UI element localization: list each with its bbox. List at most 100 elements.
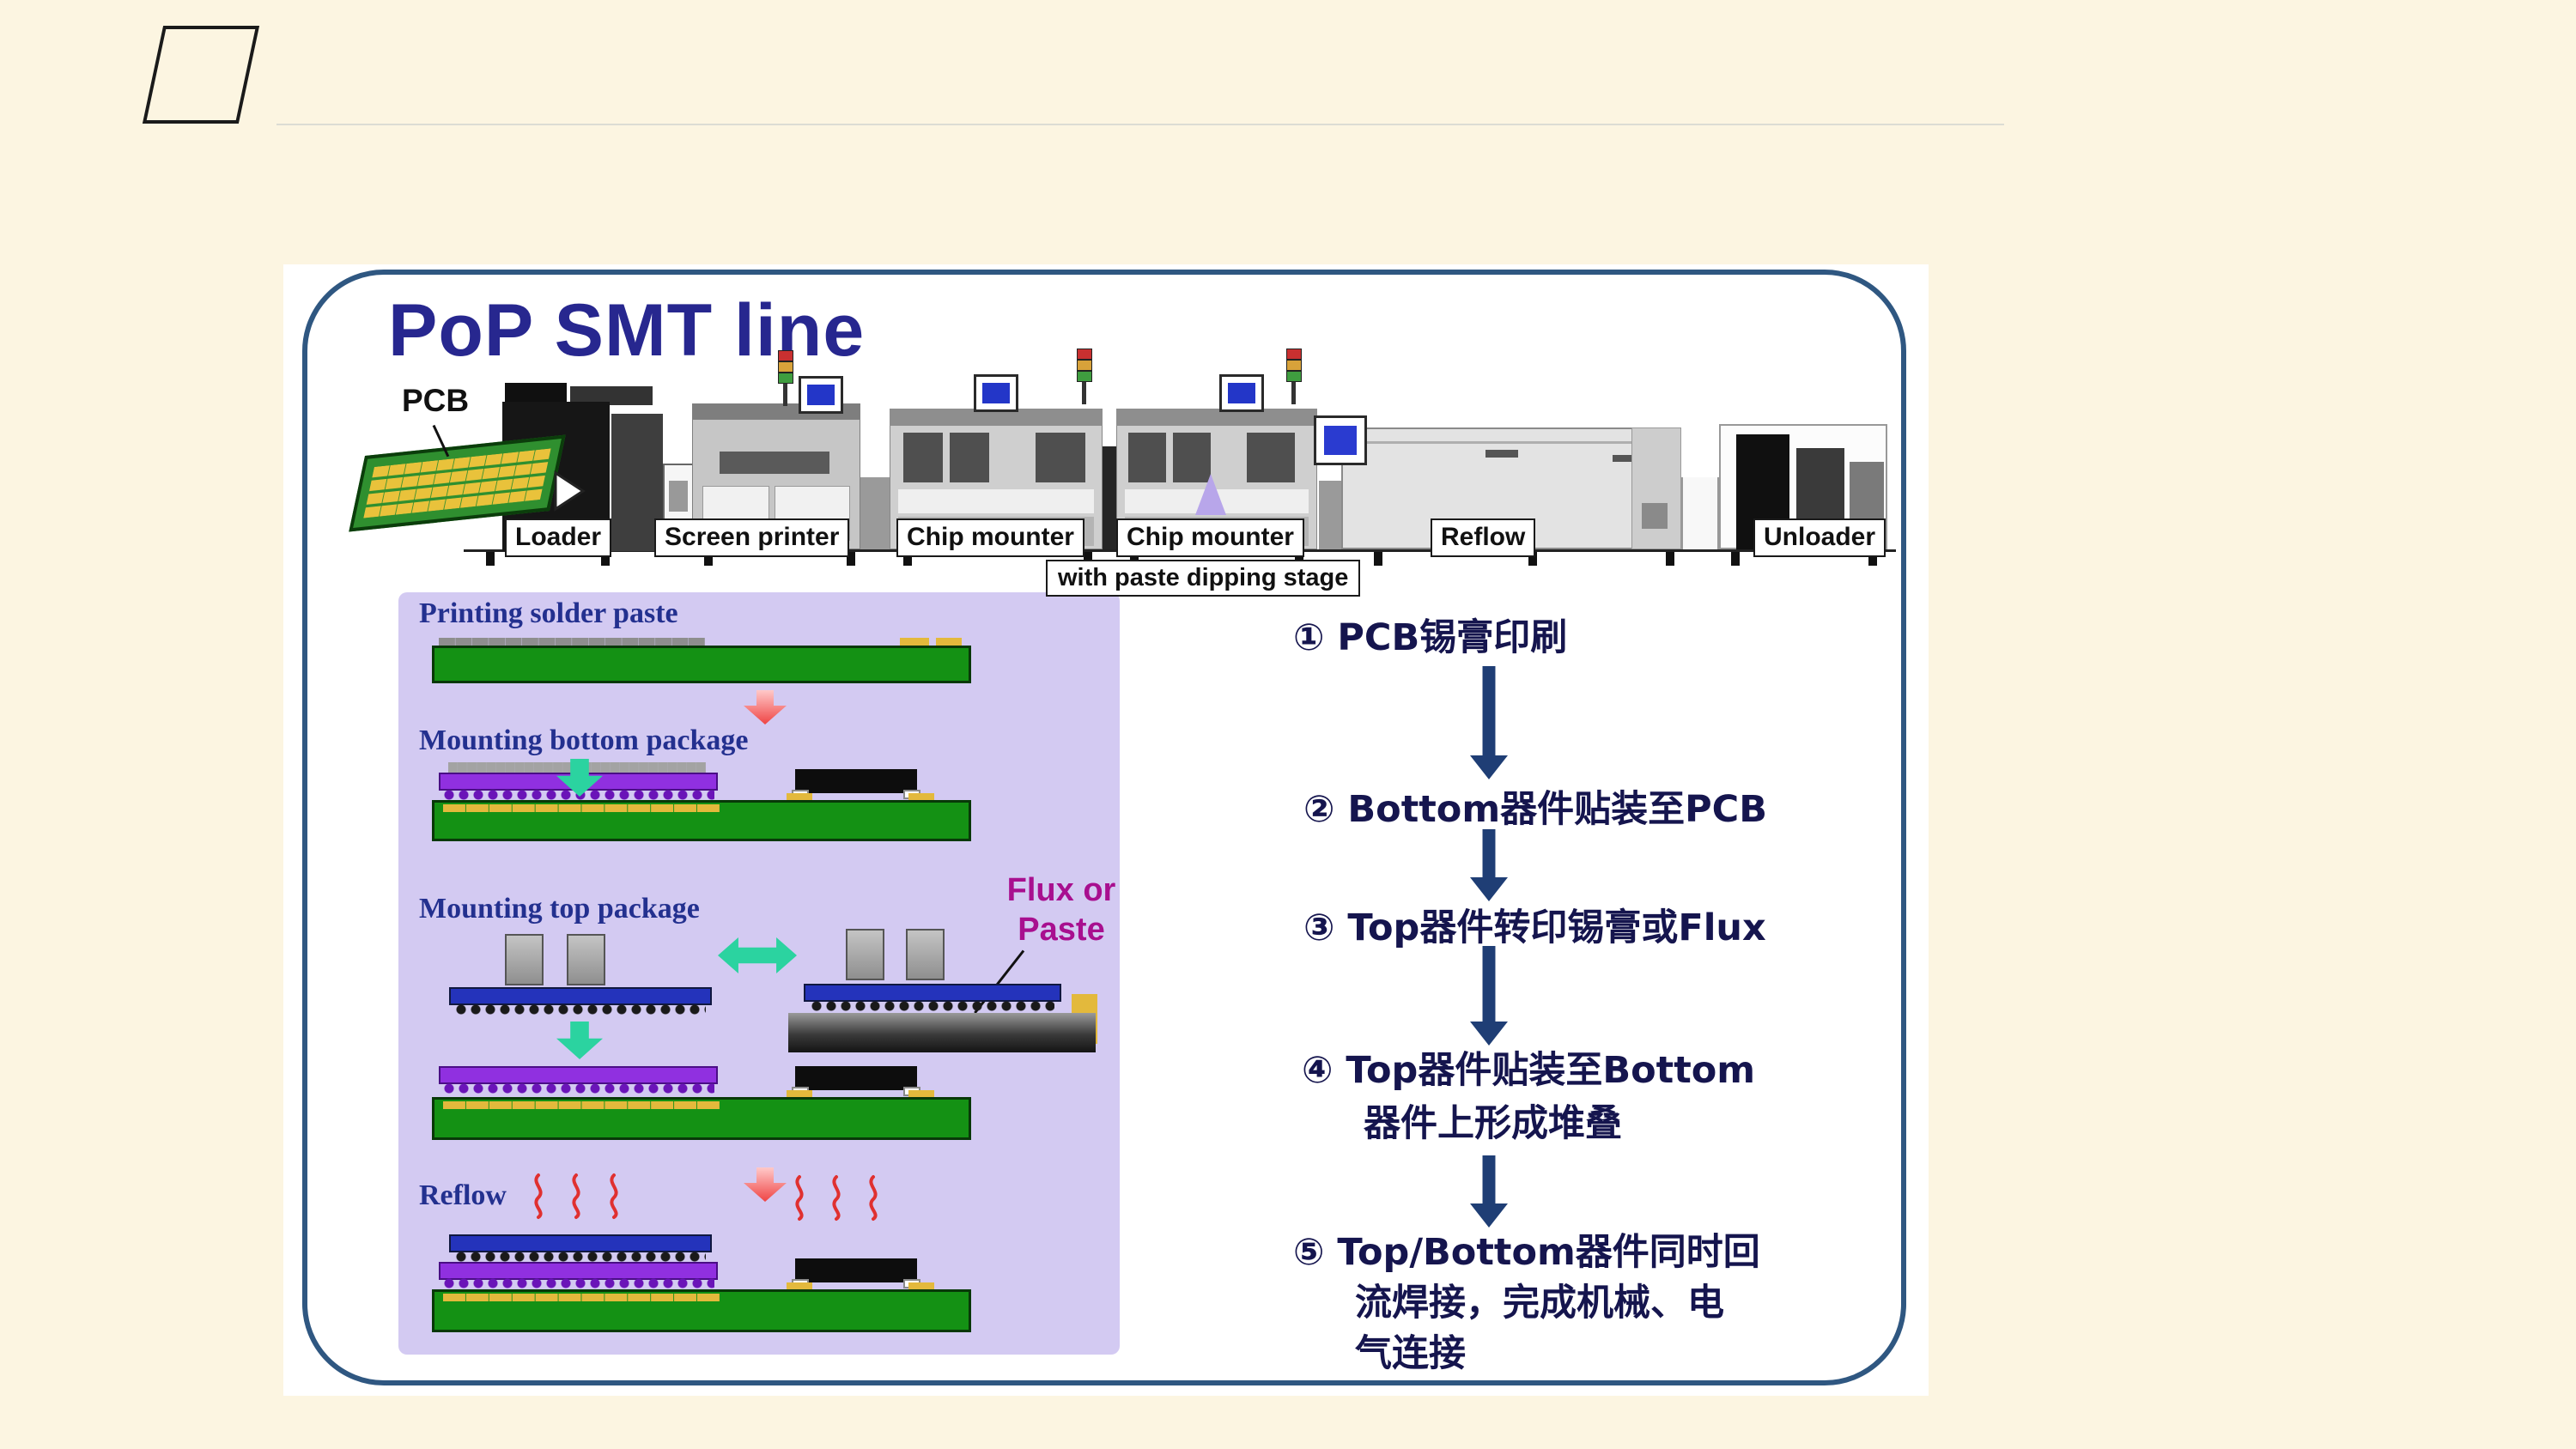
tower-light-green: [1077, 371, 1092, 382]
paste-dipping-stage-note: with paste dipping stage: [1046, 560, 1361, 597]
flow-step-text: 气连接: [1355, 1332, 1466, 1375]
solder-pad: [936, 638, 962, 646]
tower-pole: [1291, 382, 1296, 404]
tower-light-red: [1286, 349, 1302, 360]
tower-light-green: [1286, 371, 1302, 382]
mounter-top-strip: [890, 409, 1103, 426]
monitor-icon: [799, 376, 843, 414]
top-package-chip: [505, 934, 544, 985]
mounter-window: [1036, 433, 1085, 482]
solder-paste-dashes: [439, 638, 705, 646]
heat-squiggle-icon: [832, 1175, 841, 1221]
solder-pad: [900, 638, 929, 646]
flow-step-text: ③ Top器件转印锡膏或Flux: [1303, 906, 1766, 949]
tower-light-red: [1077, 349, 1092, 360]
pcb-green-board: [432, 1097, 971, 1140]
monitor-screen: [982, 383, 1010, 403]
flow-step-1: ① PCB锡膏印刷: [1293, 611, 1567, 664]
bottom-package: [439, 1262, 718, 1280]
solder-pad: [787, 1282, 812, 1291]
passive-component: [792, 1066, 920, 1096]
monitor-icon: [1314, 415, 1367, 465]
mounter-window: [1173, 433, 1211, 482]
pcb-green-board: [432, 646, 971, 683]
monitor-icon: [1219, 374, 1264, 412]
conveyor-foot: [1374, 552, 1382, 566]
mounter-top-strip: [1116, 409, 1317, 426]
heat-squiggle-icon: [534, 1173, 543, 1219]
header-divider-line: [276, 124, 2004, 125]
machine-label-chip-mounter-2: Chip mounter: [1116, 518, 1304, 557]
panel-caption-reflow: Reflow: [419, 1179, 507, 1211]
monitor-screen: [1228, 383, 1255, 403]
tower-light-yellow: [1286, 360, 1302, 371]
flux-dipping-tray: [788, 1013, 1096, 1052]
conveyor-foot: [1130, 552, 1139, 566]
flow-step-text: ① PCB锡膏印刷: [1293, 616, 1568, 659]
solder-balls: [811, 1001, 1054, 1012]
conveyor-foot: [903, 552, 912, 566]
panel-caption-bottom: Mounting bottom package: [419, 724, 749, 756]
monitor-screen: [807, 385, 835, 405]
conveyor-foot: [1084, 552, 1092, 566]
signal-tower-icon: [1077, 349, 1092, 404]
oven-vent: [1613, 455, 1638, 462]
top-package-chip: [567, 934, 605, 985]
pad-row: [443, 1101, 720, 1109]
solder-pad: [908, 793, 934, 802]
oven-end-cap: [1631, 427, 1681, 549]
tower-pole: [1082, 382, 1086, 404]
mounter-window: [1128, 433, 1166, 482]
signal-tower-icon: [1286, 349, 1302, 404]
conveyor-joint: [1103, 446, 1116, 549]
top-package-substrate: [804, 984, 1061, 1002]
passive-component: [792, 769, 920, 799]
flux-label-line2: Paste: [1018, 912, 1105, 948]
conveyor-joint: [860, 477, 890, 549]
machine-label-unloader: Unloader: [1753, 518, 1886, 557]
solder-balls: [455, 1252, 706, 1263]
pcb-green-board: [432, 1289, 971, 1332]
oven-top-line: [1341, 441, 1681, 444]
flow-step-4: ④ Top器件贴装至Bottom 器件上形成堆叠: [1302, 1044, 1755, 1150]
loader-machine: [570, 386, 653, 405]
solder-pad: [908, 1282, 934, 1291]
top-package-substrate: [449, 987, 712, 1005]
top-package-chip: [906, 929, 945, 980]
bottom-package: [439, 1066, 718, 1084]
conveyor-foot: [1868, 552, 1877, 566]
diagram-frame: [302, 270, 1906, 1385]
flow-step-2: ② Bottom器件贴装至PCB: [1303, 783, 1767, 836]
flow-step-text: ⑤ Top/Bottom器件同时回: [1293, 1231, 1760, 1274]
tower-light-red: [778, 350, 793, 361]
monitor-icon: [974, 374, 1018, 412]
tower-light-yellow: [1077, 360, 1092, 371]
solder-pad: [787, 1090, 812, 1099]
machine-label-chip-mounter-1: Chip mounter: [896, 518, 1084, 557]
heat-squiggle-icon: [795, 1175, 804, 1221]
pad-row: [443, 804, 720, 812]
top-package-substrate: [449, 1234, 712, 1252]
solder-pad: [908, 1090, 934, 1099]
elevator-carriage: [669, 481, 688, 512]
flow-step-text: 器件上形成堆叠: [1364, 1102, 1622, 1145]
flow-step-3: ③ Top器件转印锡膏或Flux: [1303, 901, 1766, 955]
conveyor-foot: [1731, 552, 1740, 566]
top-package-chip: [846, 929, 884, 980]
panel-caption-top: Mounting top package: [419, 893, 700, 925]
conveyor-foot: [704, 552, 713, 566]
flow-step-5: ⑤ Top/Bottom器件同时回 流焊接，完成机械、电 气连接: [1293, 1228, 1760, 1379]
flow-step-text: ④ Top器件贴装至Bottom: [1302, 1049, 1756, 1092]
heat-squiggle-icon: [869, 1175, 878, 1221]
printer-slot: [720, 452, 829, 474]
loader-machine: [505, 383, 567, 405]
heat-squiggle-icon: [610, 1173, 618, 1219]
pad-row: [443, 1294, 720, 1301]
pcb-feed-arrow-icon: [554, 470, 586, 512]
conveyor-foot: [1666, 552, 1674, 566]
machine-label-reflow: Reflow: [1431, 518, 1536, 557]
solder-balls: [455, 1004, 706, 1016]
flow-step-text: 流焊接，完成机械、电: [1355, 1282, 1724, 1325]
